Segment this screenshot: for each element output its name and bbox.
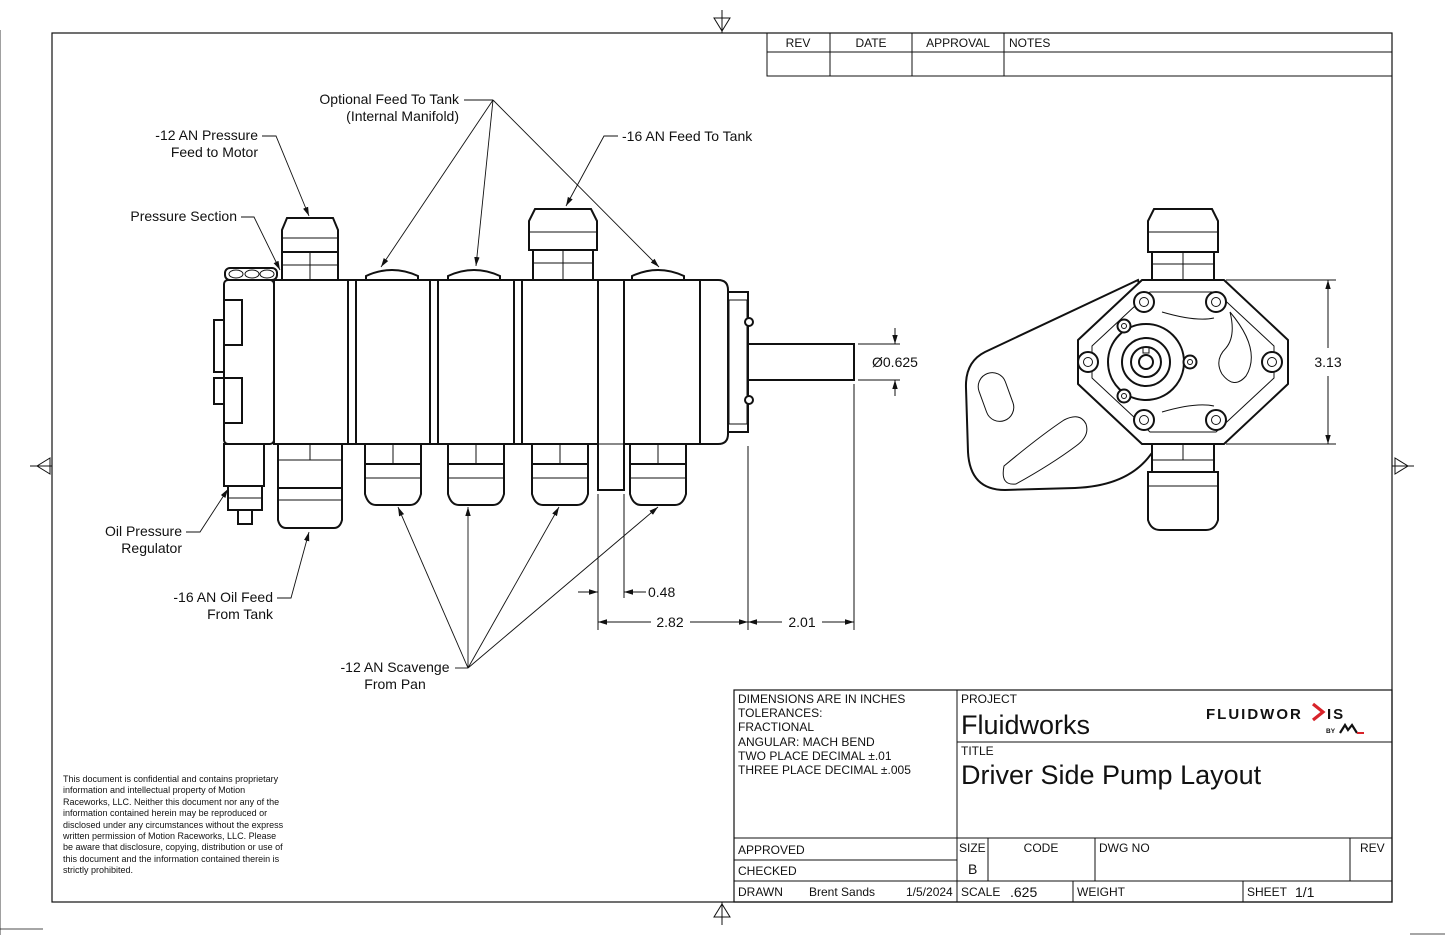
callout-oil-pressure-regulator: Oil Pressure Regulator [105, 488, 229, 556]
scale-label: SCALE [961, 885, 1000, 899]
pressure-feed-line1: -12 AN Pressure [155, 127, 258, 143]
regulator-line1: Oil Pressure [105, 523, 182, 539]
revision-block: REV DATE APPROVAL NOTES [766, 32, 1393, 77]
oil-feed-line1: -16 AN Oil Feed [173, 589, 273, 605]
fluidworks-logo: FLUIDWOR IS BY [1206, 702, 1364, 735]
logo-wordmark-end: IS [1327, 706, 1345, 723]
shaft-diameter-label: Ø0.625 [872, 354, 918, 370]
title-block: DIMENSIONS ARE IN INCHES TOLERANCES: FRA… [733, 689, 1393, 903]
spec-line-2: TOLERANCES: [738, 706, 822, 720]
scale-value: .625 [1010, 884, 1037, 900]
center-mark-bottom [713, 902, 731, 925]
approved-label: APPROVED [738, 843, 805, 857]
dimension-gap: 0.48 [578, 494, 675, 630]
size-value: B [968, 861, 977, 877]
scavenge-line2: From Pan [364, 676, 425, 692]
center-mark-top [713, 10, 731, 33]
height-label: 3.13 [1314, 354, 1341, 370]
optional-feed-line1: Optional Feed To Tank [319, 91, 460, 107]
approval-header: APPROVAL [926, 36, 990, 50]
callout-pressure-section: Pressure Section [130, 208, 281, 271]
dimension-length-b: 2.01 [748, 384, 855, 630]
code-label: CODE [1024, 841, 1059, 855]
logo-byline: BY [1326, 728, 1336, 735]
rev-header: REV [786, 36, 811, 50]
date-header: DATE [855, 36, 886, 50]
logo-wordmark: FLUIDWOR [1206, 706, 1303, 723]
drawing-title: Driver Side Pump Layout [961, 760, 1262, 790]
gap-label: 0.48 [648, 584, 675, 600]
pressure-section-label: Pressure Section [130, 208, 237, 224]
spec-line-6: THREE PLACE DECIMAL ±.005 [738, 763, 911, 777]
title-label: TITLE [961, 744, 994, 758]
logo-chevron [1312, 702, 1326, 722]
project-label: PROJECT [961, 692, 1018, 706]
optional-feed-line2: (Internal Manifold) [346, 108, 459, 124]
regulator-line2: Regulator [121, 540, 182, 556]
callout-feed-to-tank: -16 AN Feed To Tank [565, 128, 753, 207]
pump-end-view [964, 208, 1289, 531]
dimension-shaft-diameter: Ø0.625 [858, 328, 918, 396]
drawn-label: DRAWN [738, 885, 783, 899]
dwg-no-label: DWG NO [1099, 841, 1150, 855]
feed-to-tank-label: -16 AN Feed To Tank [622, 128, 753, 144]
spec-line-1: DIMENSIONS ARE IN INCHES [738, 692, 905, 706]
checked-label: CHECKED [738, 864, 797, 878]
spec-line-4: ANGULAR: MACH BEND [738, 735, 875, 749]
length-a-label: 2.82 [656, 614, 683, 630]
pump-side-view [213, 208, 855, 529]
callout-pressure-feed: -12 AN Pressure Feed to Motor [155, 127, 310, 217]
sheet-label: SHEET [1247, 885, 1288, 899]
pressure-feed-line2: Feed to Motor [171, 144, 258, 160]
scavenge-line1: -12 AN Scavenge [341, 659, 450, 675]
spec-line-5: TWO PLACE DECIMAL ±.01 [738, 749, 892, 763]
weight-label: WEIGHT [1077, 885, 1126, 899]
notes-header: NOTES [1009, 36, 1050, 50]
logo-m-mark [1339, 722, 1358, 734]
length-b-label: 2.01 [788, 614, 815, 630]
dimension-length-a: 2.82 [598, 446, 749, 630]
center-mark-right [1392, 457, 1414, 475]
rev-label: REV [1360, 841, 1385, 855]
confidentiality-notice: This document is confidential and contai… [63, 774, 284, 876]
size-label: SIZE [959, 841, 986, 855]
drawn-by: Brent Sands [809, 885, 875, 899]
oil-feed-line2: From Tank [207, 606, 274, 622]
drawn-date: 1/5/2024 [906, 885, 953, 899]
project-name: Fluidworks [961, 710, 1090, 740]
dimension-height: 3.13 [1226, 279, 1342, 445]
callout-oil-feed: -16 AN Oil Feed From Tank [173, 531, 310, 622]
spec-line-3: FRACTIONAL [738, 720, 814, 734]
sheet-value: 1/1 [1295, 884, 1315, 900]
callout-scavenge: -12 AN Scavenge From Pan [341, 506, 659, 692]
callout-optional-feed: Optional Feed To Tank (Internal Manifold… [319, 91, 660, 268]
center-mark-left [30, 457, 52, 475]
